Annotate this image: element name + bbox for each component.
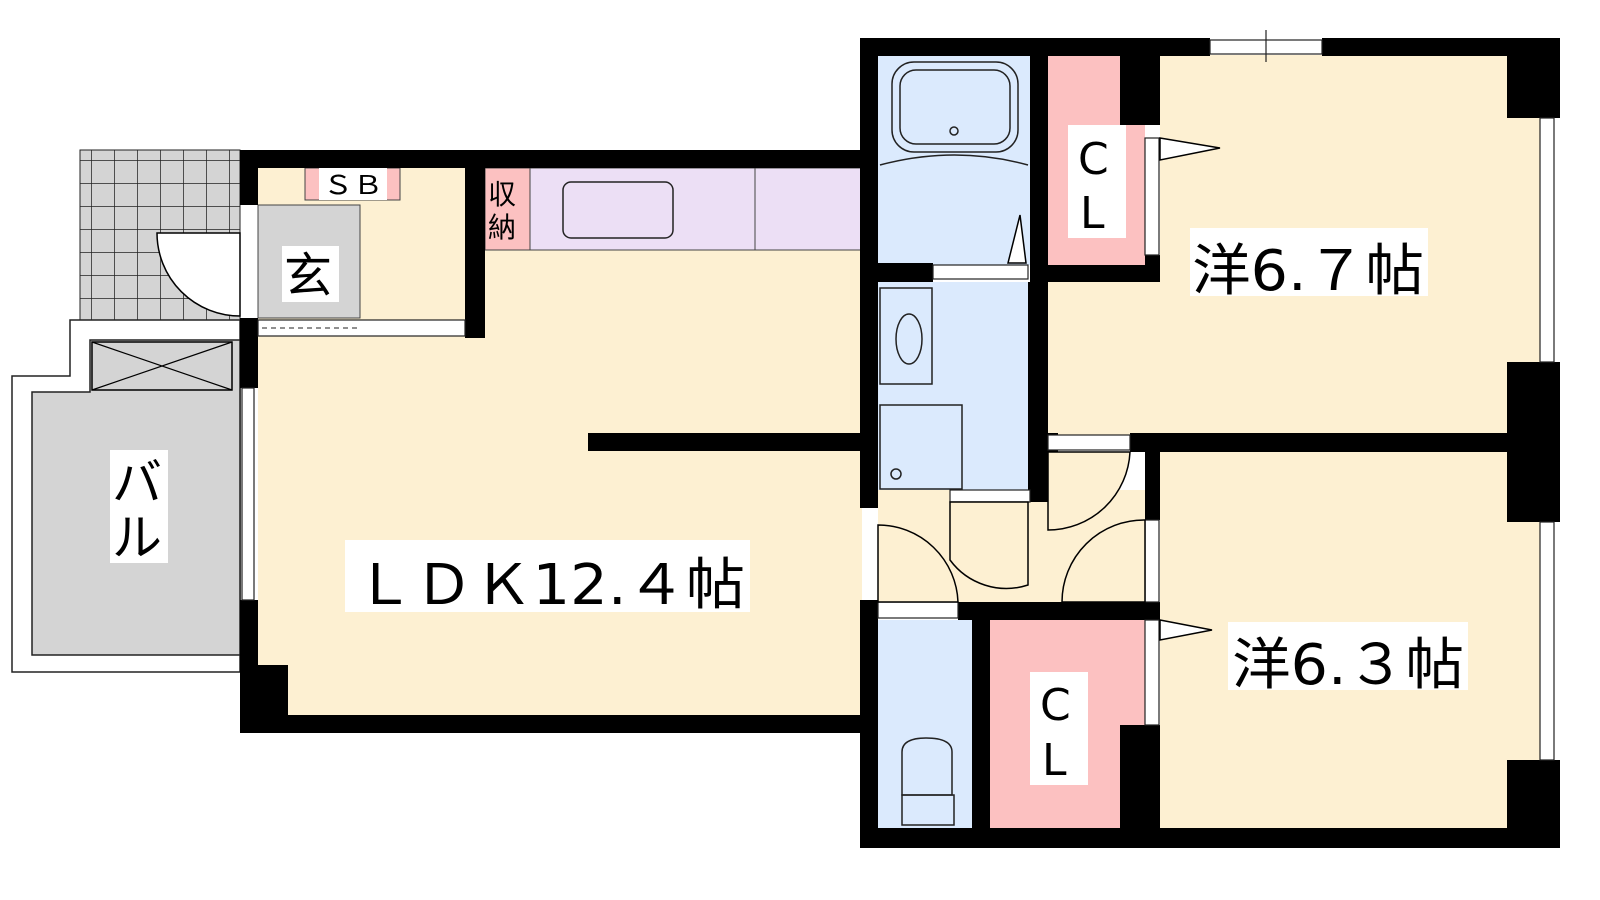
washbasin-icon <box>879 287 933 385</box>
shoe-box-label: ＳＢ <box>323 171 383 201</box>
room2-door-icon <box>1061 519 1146 603</box>
bathtub-icon <box>879 61 1029 166</box>
western-room2-label: 洋6.３帖 <box>1232 633 1464 698</box>
washing-machine-space-icon <box>879 404 963 490</box>
balcony-label-2: ル <box>112 509 162 567</box>
walls <box>240 38 1560 848</box>
storage-label-1: 収 <box>488 178 516 211</box>
outdoor-unit-icon <box>91 341 233 391</box>
closet1-door-icon <box>1159 137 1221 161</box>
closet2-label-c: C <box>1040 680 1071 731</box>
ldk-label: ＬＤＫ12.４帖 <box>355 553 745 618</box>
closet2-door-icon <box>1159 619 1213 641</box>
washroom-floor <box>878 282 1030 490</box>
storage-closet <box>484 167 531 251</box>
entrance-label: 玄 <box>284 248 332 304</box>
western-room1-label: 洋6.７帖 <box>1192 239 1424 304</box>
room1-door-icon <box>1047 451 1131 531</box>
closet1-label-l: L <box>1080 188 1105 239</box>
sink-icon <box>562 181 674 239</box>
door-swings <box>156 137 1221 641</box>
entrance-door-icon <box>156 232 241 317</box>
toilet-floor <box>878 620 972 828</box>
hall-door-icon <box>949 501 1029 590</box>
balcony-label-1: バ <box>112 454 162 512</box>
closet1-label-c: C <box>1078 134 1109 185</box>
closet2-label-l: L <box>1042 735 1067 786</box>
toilet-icon <box>901 737 955 826</box>
bath-door-icon <box>1007 214 1027 264</box>
storage-label-2: 納 <box>488 211 516 244</box>
toilet-door-icon <box>877 524 959 603</box>
windows <box>241 30 1555 761</box>
